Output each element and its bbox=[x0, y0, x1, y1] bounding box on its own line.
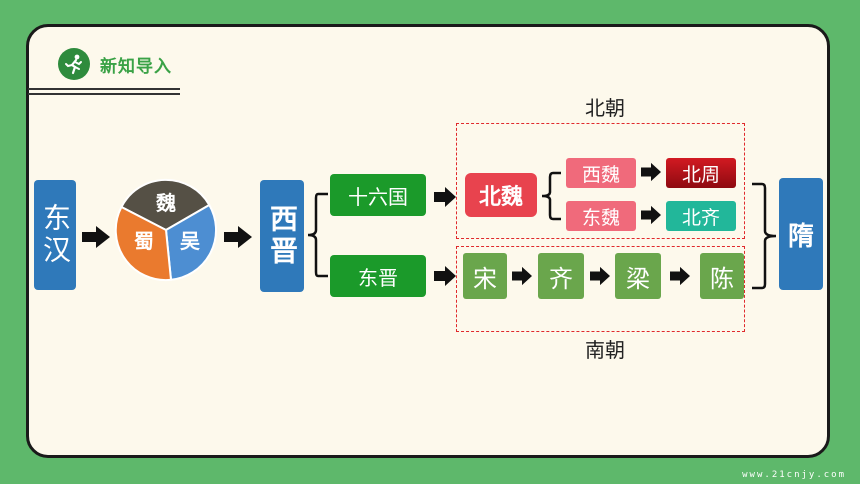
arrow-right-icon bbox=[641, 205, 661, 225]
block-chen: 陈 bbox=[700, 253, 744, 299]
block-qi: 齐 bbox=[538, 253, 584, 299]
block-shiliuguo: 十六国 bbox=[330, 174, 426, 216]
beichao-dashed-box bbox=[456, 123, 745, 239]
bracket-closing bbox=[752, 182, 777, 290]
label-nanchao: 南朝 bbox=[585, 338, 625, 362]
block-donghan: 东汉 bbox=[34, 180, 76, 290]
block-dongjin: 东晋 bbox=[330, 255, 426, 297]
bracket-beiwei bbox=[541, 171, 561, 221]
three-kingdoms-pie: 魏 蜀 吴 bbox=[114, 178, 217, 282]
pie-label-wei: 魏 bbox=[155, 191, 176, 215]
pie-slice-wu bbox=[164, 203, 217, 281]
pie-label-wu: 吴 bbox=[180, 229, 200, 253]
arrow-right-icon bbox=[82, 226, 110, 248]
block-beiqi: 北齐 bbox=[666, 201, 736, 231]
arrow-right-icon bbox=[641, 162, 661, 182]
arrow-right-icon bbox=[224, 226, 252, 248]
header-rule-top bbox=[28, 88, 180, 90]
footer-watermark: www.21cnjy.com bbox=[742, 470, 846, 480]
block-liang: 梁 bbox=[615, 253, 661, 299]
block-sui: 隋 bbox=[779, 178, 823, 290]
block-xijin: 西晋 bbox=[260, 180, 304, 292]
arrow-right-icon bbox=[670, 266, 690, 286]
bracket-xijin bbox=[307, 192, 328, 278]
arrow-right-icon bbox=[512, 266, 532, 286]
header-title: 新知导入 bbox=[100, 57, 172, 77]
block-beizhou: 北周 bbox=[666, 158, 736, 188]
arrow-right-icon bbox=[434, 266, 456, 286]
nanchao-dashed-box bbox=[456, 246, 745, 332]
block-dongwei: 东魏 bbox=[566, 201, 636, 231]
arrow-right-icon bbox=[434, 187, 456, 207]
header-rule-bottom bbox=[28, 93, 180, 95]
pie-label-shu: 蜀 bbox=[134, 229, 154, 253]
running-person-icon bbox=[58, 48, 90, 80]
block-song: 宋 bbox=[463, 253, 507, 299]
pie-slice-shu bbox=[114, 205, 173, 282]
block-xiwei: 西魏 bbox=[566, 158, 636, 188]
arrow-right-icon bbox=[590, 266, 610, 286]
block-beiwei: 北魏 bbox=[465, 173, 537, 217]
label-beichao: 北朝 bbox=[585, 96, 625, 120]
